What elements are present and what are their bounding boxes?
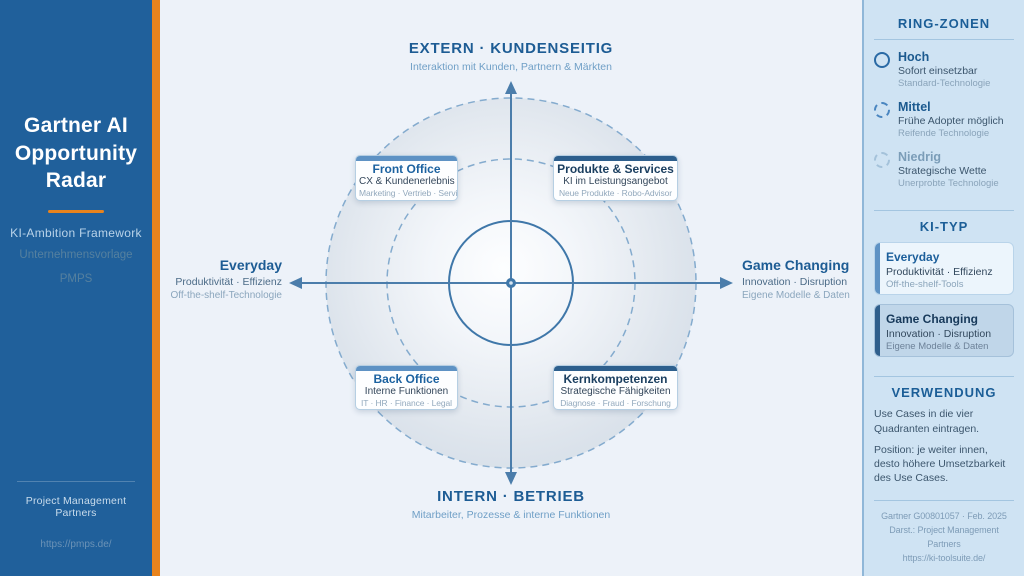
quadrant-line2: Marketing · Vertrieb · Service [359, 188, 458, 198]
axis-everyday-line1: Produktivität · Effizienz [175, 276, 282, 288]
legend-panel: RING-ZONEN Hoch Sofort einsetzbar Standa… [862, 0, 1024, 576]
sidebar-footer-org: Project Management Partners [25, 495, 127, 519]
ki-card-title: Game Changing [886, 312, 979, 327]
quadrant-title: Front Office [372, 162, 441, 176]
axis-label-everyday: Everyday Produktivität · Effizienz Off-t… [164, 257, 282, 301]
quadrant-line2: Diagnose · Fraud · Forschung [560, 398, 671, 408]
legend-label: Mittel [898, 99, 931, 114]
axis-game-changing-line1: Innovation · Disruption [742, 276, 848, 288]
center-dot-inner [509, 281, 513, 285]
dashed-ring-icon [874, 101, 890, 118]
quadrant-card-back-office: Back Office Interne Funktionen IT · HR ·… [355, 365, 458, 410]
left-sidebar: Gartner AI Opportunity Radar KI-Ambition… [0, 0, 152, 576]
framework-subtitle: KI-Ambition Framework [10, 226, 142, 241]
panel-footer: Gartner G00801057 · Feb. 2025 Darst.: Pr… [874, 492, 1014, 566]
axis-everyday-line2: Off-the-shelf-Technologie [170, 290, 282, 301]
axis-intern-title: INTERN · BETRIEB [437, 488, 585, 505]
quadrant-line2: IT · HR · Finance · Legal [361, 398, 452, 408]
footer-url: https://ki-toolsuite.de/ [902, 553, 986, 564]
usage-paragraph-1: Use Cases in die vier Quadranten eintrag… [874, 408, 980, 435]
quadrant-card-kernkompetenzen: Kernkompetenzen Strategische Fähigkeiten… [553, 365, 678, 410]
orange-accent-bar [152, 0, 160, 576]
legend-item-mittel: Mittel Frühe Adopter möglich Reifende Te… [874, 100, 1014, 139]
verwendung-header: VERWENDUNG [891, 384, 997, 400]
quadrant-title: Kernkompetenzen [563, 372, 668, 386]
legend-label: Niedrig [898, 149, 942, 164]
ki-card-line1: Innovation · Disruption [886, 328, 992, 341]
quadrant-line1: Interne Funktionen [364, 386, 449, 397]
quadrant-title: Back Office [373, 372, 440, 386]
quadrant-line2: Neue Produkte · Robo-Advisor [559, 188, 672, 198]
page-title: Gartner AI Opportunity Radar [14, 114, 138, 193]
legend-line1: Sofort einsetzbar [898, 64, 978, 77]
ki-typ-header: KI-TYP [919, 218, 969, 234]
section-divider [874, 39, 1014, 40]
legend-line1: Strategische Wette [898, 164, 987, 177]
sidebar-footer-url: https://pmps.de/ [40, 539, 112, 550]
axis-everyday-title: Everyday [219, 257, 282, 273]
arrow-down-icon [505, 472, 517, 485]
radar-canvas: EXTERN · KUNDENSEITIG Interaktion mit Ku… [160, 0, 862, 576]
legend-line2: Reifende Technologie [898, 127, 990, 139]
faint-dashed-ring-icon [874, 151, 890, 168]
quadrant-line1: CX & Kundenerlebnis [359, 176, 455, 187]
quadrant-line1: Strategische Fähigkeiten [560, 386, 671, 397]
sidebar-footer-divider [17, 481, 135, 482]
ring-zones-header: RING-ZONEN [897, 16, 991, 31]
ki-typ-card-everyday: Everyday Produktivität · Effizienz Off-t… [874, 242, 1014, 296]
quadrant-card-front-office: Front Office CX & Kundenerlebnis Marketi… [355, 155, 458, 201]
legend-item-niedrig: Niedrig Strategische Wette Unerprobte Te… [874, 150, 1014, 189]
legend-line2: Unerprobte Technologie [898, 177, 999, 189]
ki-card-line2: Off-the-shelf-Tools [886, 279, 964, 291]
org-abbreviation: PMPS [59, 273, 93, 286]
axis-game-changing-line2: Eigene Modelle & Daten [742, 290, 850, 301]
solid-ring-icon [874, 51, 890, 68]
section-divider [874, 375, 1014, 377]
axis-intern-subtitle: Mitarbeiter, Prozesse & interne Funktion… [411, 509, 611, 521]
axis-game-changing-title: Game Changing [742, 257, 850, 273]
attribution: Darst.: Project Management Partners [889, 525, 999, 550]
source-reference: Gartner G00801057 · Feb. 2025 [881, 511, 1007, 522]
quadrant-line1: KI im Leistungsangebot [563, 176, 668, 187]
axis-label-game-changing: Game Changing Innovation · Disruption Ei… [742, 257, 868, 301]
axis-label-extern: EXTERN · KUNDENSEITIG Interaktion mit Ku… [331, 40, 691, 73]
legend-item-hoch: Hoch Sofort einsetzbar Standard-Technolo… [874, 50, 1014, 89]
usage-paragraph-2: Position: je weiter innen, desto höhere … [874, 443, 1006, 485]
ki-card-line2: Eigene Modelle & Daten [886, 341, 989, 353]
legend-line2: Standard-Technologie [898, 77, 991, 89]
arrow-right-icon [720, 277, 733, 289]
ki-card-title: Everyday [886, 250, 940, 265]
title-underline [48, 210, 104, 214]
axis-extern-subtitle: Interaktion mit Kunden, Partnern & Märkt… [410, 61, 612, 73]
legend-line1: Frühe Adopter möglich [898, 114, 1004, 127]
ki-typ-card-game-changing: Game Changing Innovation · Disruption Ei… [874, 304, 1014, 357]
axis-extern-title: EXTERN · KUNDENSEITIG [408, 40, 614, 57]
ki-card-line1: Produktivität · Effizienz [886, 266, 993, 279]
quadrant-title: Produkte & Services [557, 162, 674, 176]
legend-label: Hoch [898, 49, 930, 64]
arrow-left-icon [289, 277, 302, 289]
section-divider [874, 209, 1014, 211]
axis-label-intern: INTERN · BETRIEB Mitarbeiter, Prozesse &… [331, 488, 691, 521]
quadrant-card-produkte-services: Produkte & Services KI im Leistungsangeb… [553, 155, 678, 201]
arrow-up-icon [505, 81, 517, 94]
template-label: Unternehmensvorlage [19, 249, 133, 262]
footer-divider [874, 500, 1014, 502]
